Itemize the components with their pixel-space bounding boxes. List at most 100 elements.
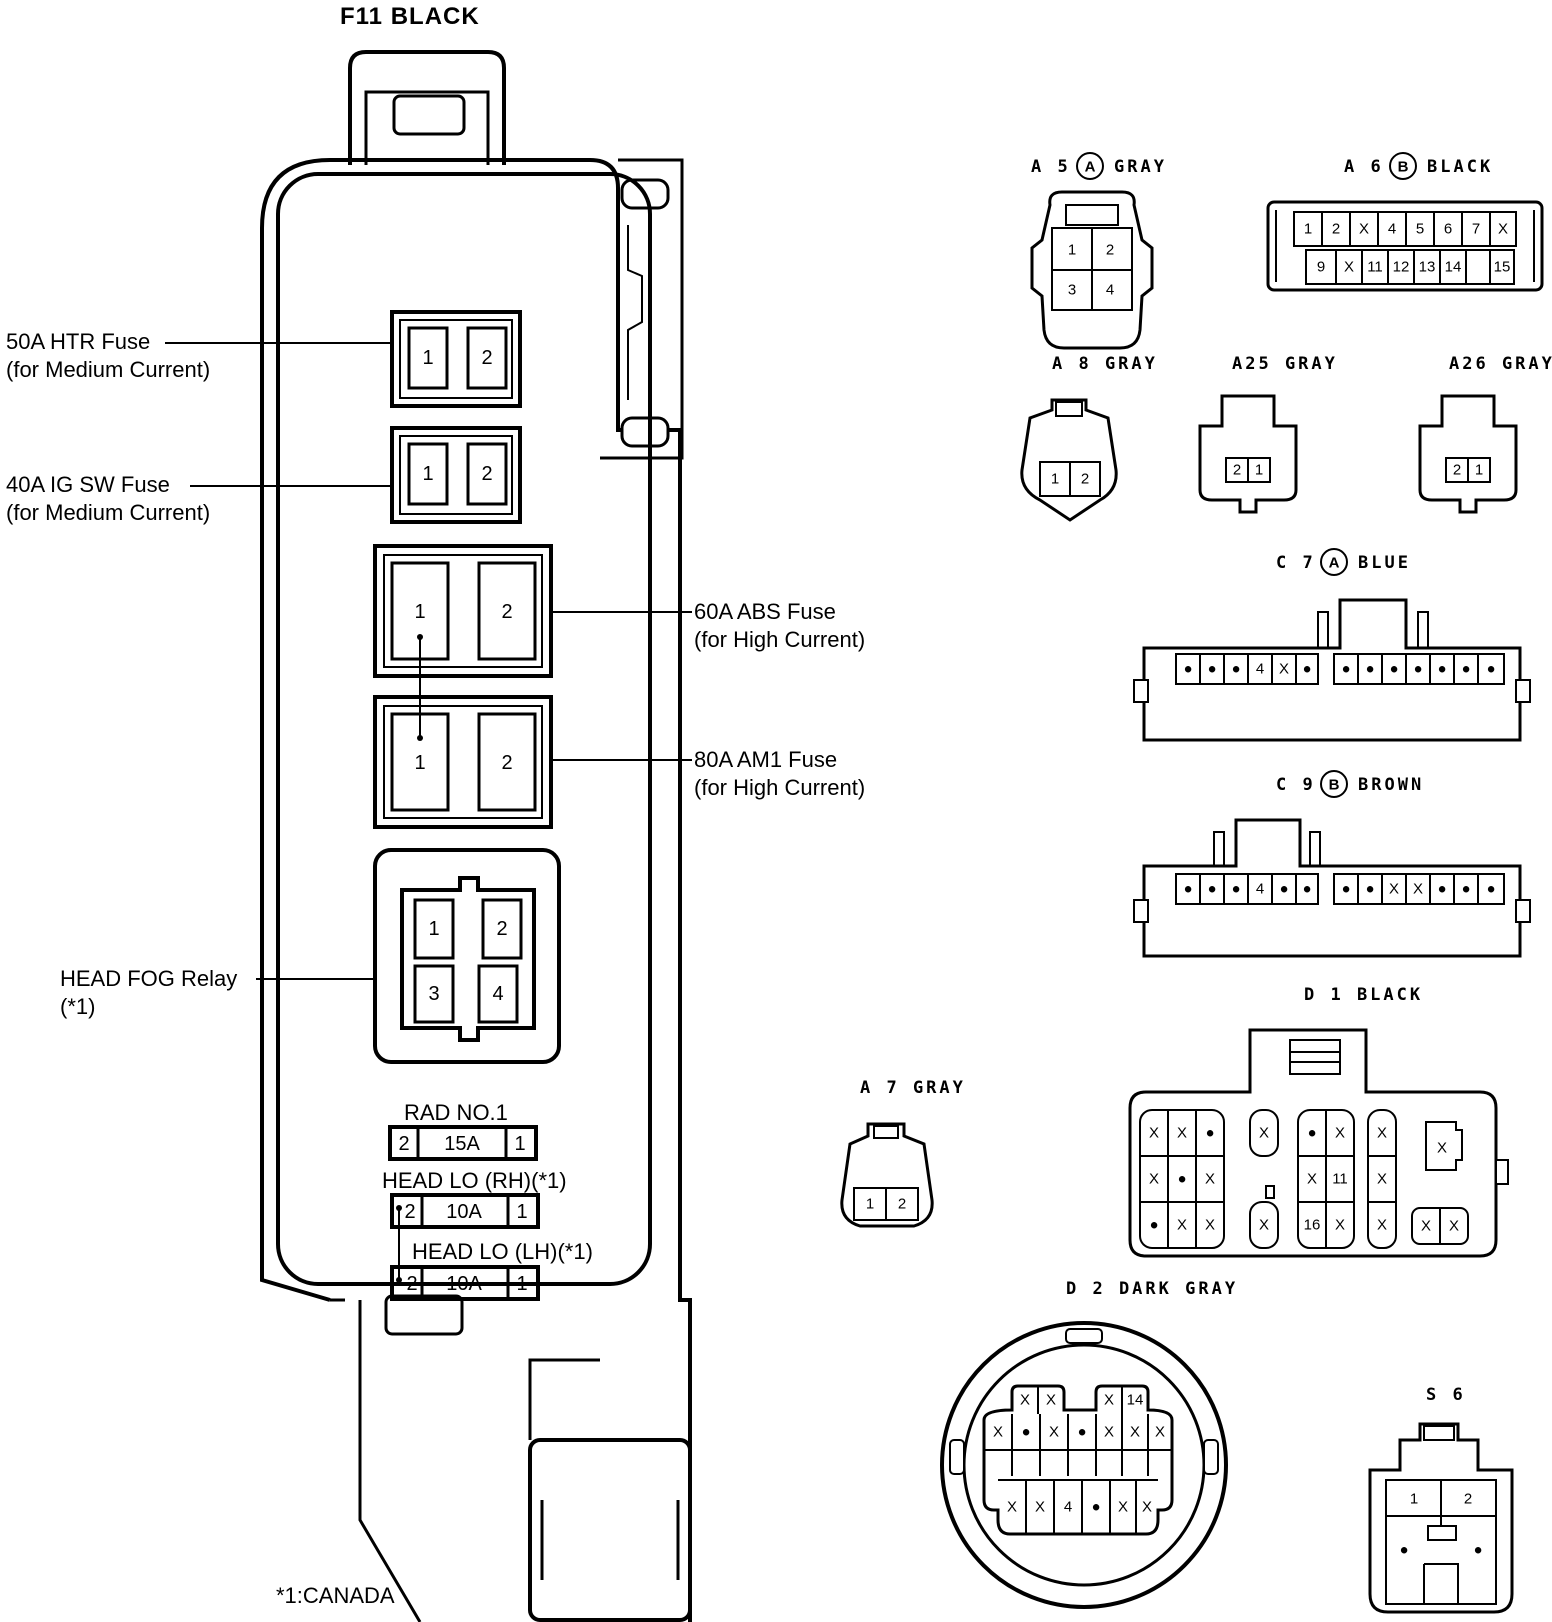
a5-circle-letter: A (1085, 159, 1096, 176)
a25-pin-1: 1 (1255, 462, 1263, 479)
c9-pin-4: 4 (1256, 881, 1264, 898)
abs-fuse: 1 2 (373, 544, 553, 678)
lo-lh-label: HEAD LO (LH)(*1) (412, 1239, 593, 1264)
igsw-label: 40A IG SW Fuse (6, 472, 170, 497)
c9-pin-dot: ● (1302, 881, 1311, 898)
c9-circle (1320, 770, 1348, 798)
c9-circle-letter: B (1329, 777, 1340, 794)
fuse-box-title: F11 BLACK (340, 3, 480, 30)
a6-pin-12: 12 (1393, 259, 1410, 276)
rad-pin-2: 2 (398, 1133, 409, 1155)
c7-pin-dot: ● (1231, 661, 1240, 678)
d2-pin-x: X (1020, 1392, 1030, 1409)
a6-pin-9: 9 (1317, 259, 1325, 276)
igsw-pin-2: 2 (481, 463, 492, 485)
a6-circle-letter: B (1398, 159, 1409, 176)
a5-pin-3: 3 (1068, 282, 1076, 299)
d1-pin-dot: ● (1177, 1171, 1186, 1188)
a7-label: A 7 GRAY (860, 1078, 966, 1098)
lo-rh-pin-2: 2 (404, 1201, 415, 1223)
htr-pin-1: 1 (422, 347, 433, 369)
c7-pin-x: X (1279, 661, 1289, 678)
d1-pin-x: X (1307, 1171, 1317, 1188)
am1-pin-2: 2 (501, 752, 512, 774)
a6-pin-13: 13 (1419, 259, 1436, 276)
head-lo-lh-fuse: 2 10A 1 (390, 1265, 540, 1301)
htr-fuse: 1 2 (390, 310, 522, 408)
igsw-sublabel: (for Medium Current) (6, 500, 210, 525)
c7-pin-4: 4 (1256, 661, 1264, 678)
footnote: *1:CANADA (276, 1583, 395, 1608)
a25-pin-2: 2 (1233, 462, 1241, 479)
lo-lh-amp: 10A (446, 1273, 482, 1295)
c9-pin-x: X (1389, 881, 1399, 898)
am1-pin-1: 1 (414, 752, 425, 774)
am1-sublabel: (for High Current) (694, 775, 865, 800)
d1-pin-dot: ● (1205, 1125, 1214, 1142)
d2-pin-x: X (1118, 1499, 1128, 1516)
igsw-pin-1: 1 (422, 463, 433, 485)
igsw-fuse: 1 2 (390, 426, 522, 524)
d2-pin-x: X (1104, 1392, 1114, 1409)
rad-label: RAD NO.1 (404, 1100, 508, 1125)
a6-pin-1: 1 (1304, 221, 1312, 238)
s6-pin-dot: ● (1399, 1542, 1408, 1559)
d1-pin-x: X (1205, 1171, 1215, 1188)
c7-color: BLUE (1358, 553, 1411, 573)
a5-pin-2: 2 (1106, 242, 1114, 259)
d1-pin-x: X (1335, 1125, 1345, 1142)
a6-pin-7: 7 (1472, 221, 1480, 238)
c9-pin-dot: ● (1461, 881, 1470, 898)
d1-pin-x: X (1259, 1217, 1269, 1234)
head-fog-relay: 1 2 3 4 (373, 848, 561, 1064)
am1-fuse: 1 2 (373, 695, 553, 829)
c7-pin-dot: ● (1302, 661, 1311, 678)
d1-pin-dot: ● (1149, 1217, 1158, 1234)
a6-prefix: A 6 (1344, 157, 1384, 177)
htr-sublabel: (for Medium Current) (6, 357, 210, 382)
a8-pin-2: 2 (1081, 471, 1089, 488)
d2-pin-x: X (1130, 1424, 1140, 1441)
htr-label: 50A HTR Fuse (6, 329, 150, 354)
a6-pin-2: 2 (1332, 221, 1340, 238)
a5-circle (1076, 152, 1104, 180)
a6-pin-5: 5 (1416, 221, 1424, 238)
d2-pin-14: 14 (1127, 1392, 1144, 1409)
d2-pin-x: X (1142, 1499, 1152, 1516)
connector-c7: C 7 A BLUE ● ● ● 4 X ● ● ● ● ● ● ● ● (1133, 548, 1531, 742)
a26-pin-2: 2 (1453, 462, 1461, 479)
rad-pin-1: 1 (514, 1133, 525, 1155)
lo-rh-amp: 10A (446, 1201, 482, 1223)
c9-pin-dot: ● (1207, 881, 1216, 898)
d2-pin-x: X (1007, 1499, 1017, 1516)
a8-label: A 8 GRAY (1052, 354, 1158, 374)
d1-pin-x: X (1437, 1140, 1447, 1157)
d2-label: D 2 DARK GRAY (1066, 1279, 1238, 1299)
d1-pin-x: X (1177, 1125, 1187, 1142)
lo-lh-pin-2: 2 (406, 1273, 417, 1295)
c7-pin-dot: ● (1389, 661, 1398, 678)
lo-rh-pin-1: 1 (516, 1201, 527, 1223)
d1-pin-x: X (1377, 1217, 1387, 1234)
d2-pin-dot: ● (1077, 1424, 1086, 1441)
a7-pin-1: 1 (866, 1196, 874, 1213)
fog-label: HEAD FOG Relay (60, 966, 237, 991)
am1-label: 80A AM1 Fuse (694, 747, 837, 772)
c9-pin-x: X (1413, 881, 1423, 898)
d1-pin-x: X (1205, 1217, 1215, 1234)
d2-pin-dot: ● (1021, 1424, 1030, 1441)
connector-a26: A26 GRAY 2 1 (1418, 354, 1552, 514)
a6-pin-x3: X (1344, 259, 1354, 276)
connector-d2: D 2 DARK GRAY X X X 14 X ● X ● X X X X X… (940, 1279, 1238, 1609)
a6-color: BLACK (1427, 157, 1493, 177)
a26-label: A26 GRAY (1449, 354, 1552, 374)
c7-pin-dot: ● (1461, 661, 1470, 678)
relay-pin-2: 2 (496, 918, 507, 940)
a25-label: A25 GRAY (1232, 354, 1338, 374)
s6-label: S 6 (1426, 1385, 1466, 1405)
d1-pin-x: X (1421, 1218, 1431, 1235)
connector-d1: D 1 BLACK X X ● X ● X ● X X X X ● X X 11… (1128, 985, 1509, 1258)
c7-circle (1320, 548, 1348, 576)
d1-pin-x: X (1177, 1217, 1187, 1234)
d2-pin-dot: ● (1091, 1499, 1100, 1516)
